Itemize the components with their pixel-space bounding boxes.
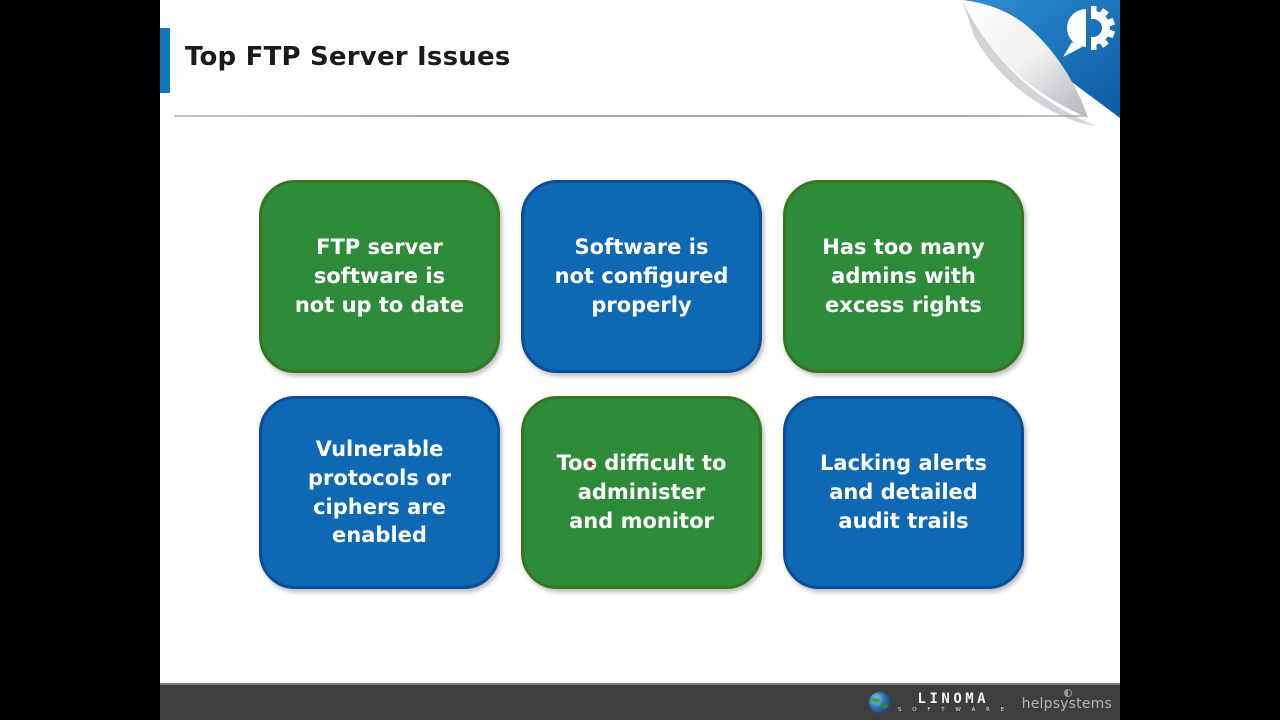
helpsystems-mark-icon <box>1063 689 1072 697</box>
issue-box-label: Software is not configured properly <box>554 235 729 317</box>
linoma-software-label: S O F T W A R E <box>898 706 1009 713</box>
page-title: Top FTP Server Issues <box>185 42 511 72</box>
title-divider <box>174 115 1085 117</box>
issue-box-vulnerable-protocols: Vulnerable protocols or ciphers are enab… <box>259 396 500 589</box>
corner-triangle <box>962 0 1120 118</box>
speech-bubble-gear-icon <box>1063 6 1116 57</box>
letterbox-right <box>1120 0 1280 720</box>
page-curl-decoration <box>962 0 1120 126</box>
letterbox-left <box>0 0 160 720</box>
slide-canvas: Top FTP Server Issues <box>160 0 1120 720</box>
linoma-logo: LINOMA S O F T W A R E <box>898 692 1009 714</box>
footer-bar: LINOMA S O F T W A R E helpsystems <box>160 683 1120 720</box>
helpsystems-logo: helpsystems <box>1021 689 1112 712</box>
pointer-cursor <box>587 461 595 469</box>
helpsystems-wordmark: helpsystems <box>1021 696 1112 712</box>
issue-box-label: Vulnerable protocols or ciphers are enab… <box>308 436 451 548</box>
issue-box-not-configured: Software is not configured properly <box>521 180 762 373</box>
issue-box-lacking-alerts: Lacking alerts and detailed audit trails <box>783 396 1024 589</box>
issue-box-label: Lacking alerts and detailed audit trails <box>820 451 987 533</box>
issue-box-label: FTP server software is not up to date <box>294 235 465 317</box>
issue-box-too-many-admins: Has too many admins with excess rights <box>783 180 1024 373</box>
issue-box-difficult-to-administer: Too difficult to administer and monitor <box>521 396 762 589</box>
title-accent-bar <box>160 28 170 93</box>
issue-box-ftp-software-outdated: FTP server software is not up to date <box>259 180 500 373</box>
linoma-wordmark: LINOMA <box>917 690 990 707</box>
globe-icon <box>868 691 891 714</box>
issue-box-label: Too difficult to administer and monitor <box>556 451 727 533</box>
issue-box-label: Has too many admins with excess rights <box>822 235 985 317</box>
footer-logos: LINOMA S O F T W A R E helpsystems <box>868 689 1112 714</box>
